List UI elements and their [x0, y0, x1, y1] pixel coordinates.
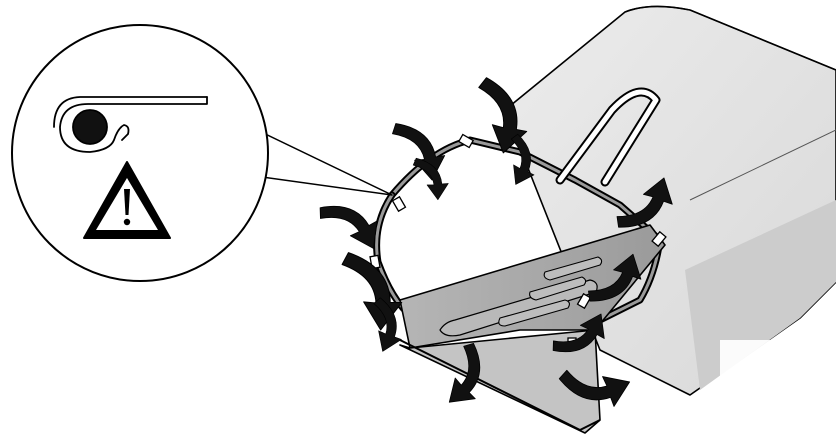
- rim-clip: [393, 197, 406, 211]
- callout-bubble: [12, 25, 392, 281]
- curved-arrow-icon: [329, 245, 408, 330]
- curved-arrow-icon: [313, 199, 383, 248]
- background-fade: [720, 340, 836, 445]
- callout-circle: [12, 25, 268, 281]
